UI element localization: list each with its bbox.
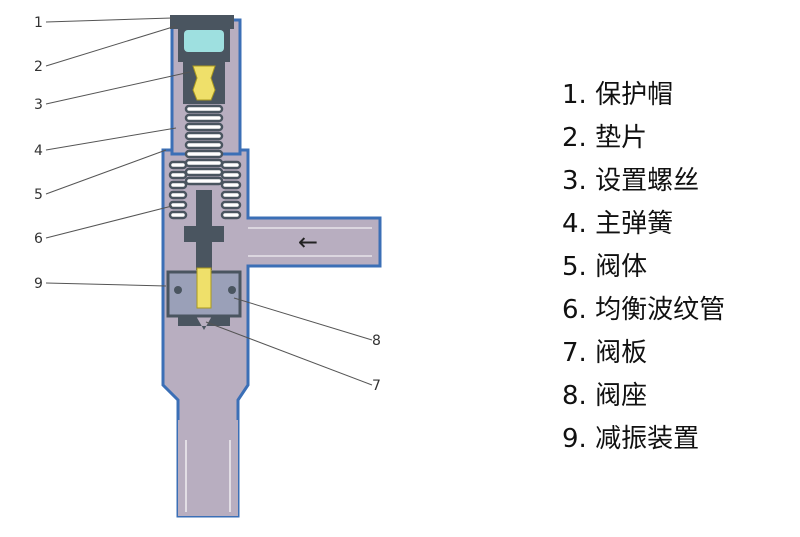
bonnet-housing — [170, 15, 242, 156]
balancing-bellows — [168, 160, 242, 220]
main-spring — [184, 104, 224, 186]
outlet-pipe — [178, 420, 238, 516]
callout-2: 2 — [34, 59, 43, 75]
callout-7: 7 — [372, 378, 381, 394]
legend-item-main-spring: 4. 主弹簧 — [562, 209, 674, 239]
callout-6: 6 — [34, 231, 43, 247]
valve-plate — [196, 267, 212, 309]
parts-legend: 1. 保护帽 2. 垫片 3. 设置螺丝 4. 主弹簧 5. 阀体 6. 均衡波… — [562, 74, 725, 461]
gasket — [184, 30, 224, 52]
legend-item-balancing-bellows: 6. 均衡波纹管 — [562, 295, 726, 325]
callout-1: 1 — [34, 15, 43, 31]
callout-5: 5 — [34, 187, 43, 203]
callout-4: 4 — [34, 143, 43, 159]
legend-item-gasket: 2. 垫片 — [562, 123, 648, 153]
lower-assembly — [166, 267, 242, 330]
callout-9: 9 — [34, 276, 43, 292]
setting-screw — [192, 65, 216, 101]
inlet-pipe — [248, 227, 372, 257]
callout-3: 3 — [34, 97, 43, 113]
legend-item-valve-plate: 7. 阀板 — [562, 338, 648, 368]
valve-stem — [184, 190, 224, 270]
valve-seat — [178, 316, 230, 330]
callout-8: 8 — [372, 333, 381, 349]
legend-item-valve-body: 5. 阀体 — [562, 252, 648, 282]
legend-item-valve-seat: 8. 阀座 — [562, 381, 648, 411]
legend-item-damping-device: 9. 减振装置 — [562, 424, 700, 454]
legend-item-protective-cap: 1. 保护帽 — [562, 80, 674, 110]
legend-item-setting-screw: 3. 设置螺丝 — [562, 166, 700, 196]
callout-numbers: 1 2 3 4 5 6 9 8 7 — [34, 15, 381, 394]
flow-arrow-icon: ← — [298, 228, 318, 256]
callout-lines — [45, 17, 373, 386]
